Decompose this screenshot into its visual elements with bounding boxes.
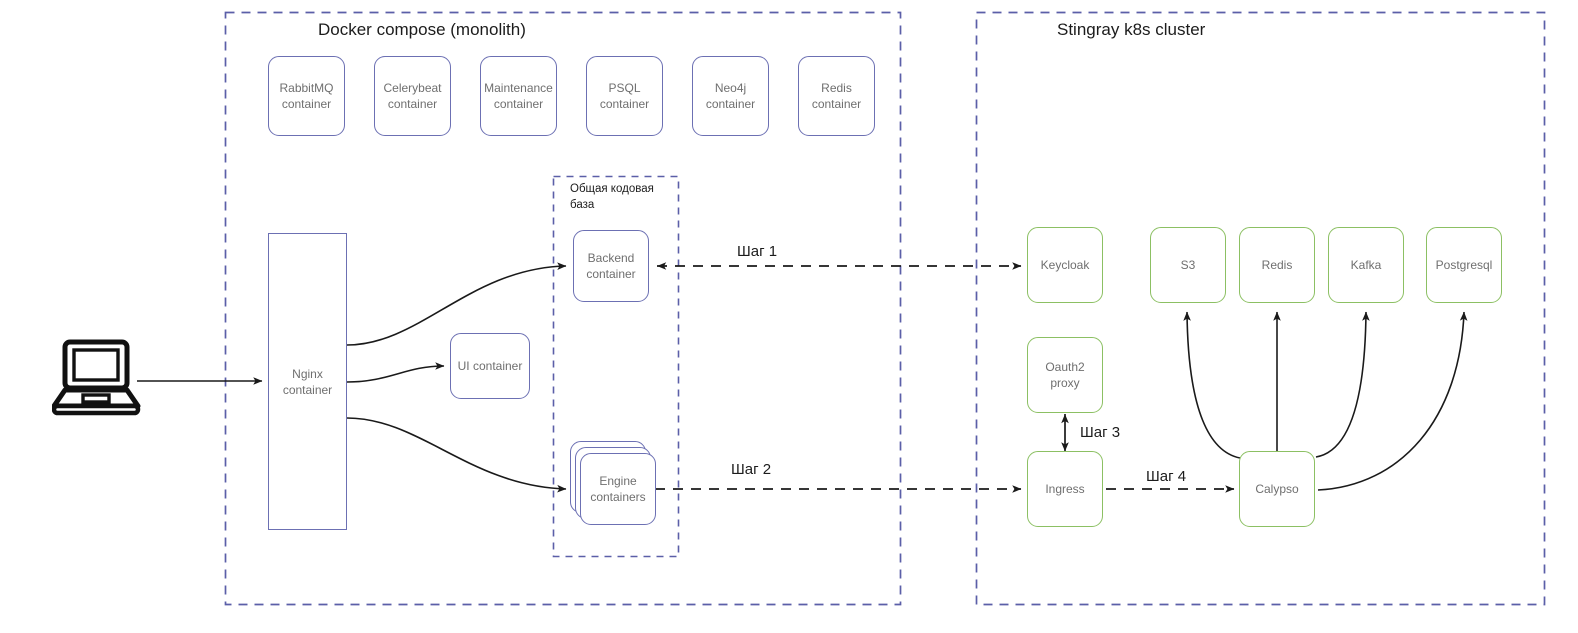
shared-codebase-group-title: Общая кодовая база (570, 183, 654, 211)
step-4-label: Шаг 4 (1146, 468, 1187, 485)
service-keycloak[interactable]: Keycloak (1027, 227, 1103, 303)
service-redis[interactable]: Redis (1239, 227, 1315, 303)
service-ingress[interactable]: Ingress (1027, 451, 1103, 527)
service-redis-label: Redis (1261, 258, 1293, 272)
container-engine-label: Engine containers (590, 474, 646, 504)
container-celerybeat[interactable]: Celerybeat container (374, 56, 451, 136)
container-psql[interactable]: PSQL container (586, 56, 663, 136)
k8s-cluster-group-title: Stingray k8s cluster (1057, 20, 1206, 39)
step-2-label: Шаг 2 (731, 461, 772, 478)
service-ingress-label: Ingress (1045, 482, 1085, 496)
container-psql-label: PSQL container (599, 81, 650, 111)
container-backend[interactable]: Backend container (573, 230, 649, 302)
container-backend-label: Backend container (586, 251, 636, 281)
arrow-nginx-to-engine (346, 417, 567, 493)
shared-codebase-group-boundary (552, 175, 680, 558)
container-maintenance[interactable]: Maintenance container (480, 56, 557, 136)
laptop-icon (52, 339, 141, 416)
step-1-label: Шаг 1 (737, 243, 778, 260)
arrow-nginx-to-ui (346, 362, 445, 383)
service-s3-label: S3 (1180, 258, 1196, 272)
container-maintenance-label: Maintenance container (484, 81, 553, 111)
service-kafka-label: Kafka (1350, 258, 1382, 272)
service-s3[interactable]: S3 (1150, 227, 1226, 303)
arrow-calypso-to-postgresql (1317, 311, 1468, 491)
container-rabbitmq[interactable]: RabbitMQ container (268, 56, 345, 136)
container-nginx[interactable]: Nginx container (268, 233, 347, 530)
k8s-cluster-group-boundary (975, 11, 1546, 606)
step-3-label: Шаг 3 (1080, 424, 1121, 441)
service-calypso-label: Calypso (1255, 482, 1299, 496)
container-ui-label: UI container (457, 359, 523, 373)
container-celerybeat-label: Celerybeat container (383, 81, 442, 111)
service-kafka[interactable]: Kafka (1328, 227, 1404, 303)
service-keycloak-label: Keycloak (1040, 258, 1090, 272)
arrow-calypso-to-s3 (1183, 311, 1241, 459)
arrow-calypso-to-kafka (1315, 311, 1370, 458)
docker-compose-group-title: Docker compose (monolith) (318, 20, 526, 39)
arrow-nginx-to-backend (346, 262, 567, 346)
container-ui[interactable]: UI container (450, 333, 530, 399)
service-postgresql[interactable]: Postgresql (1426, 227, 1502, 303)
container-neo4j[interactable]: Neo4j container (692, 56, 769, 136)
container-nginx-label: Nginx container (282, 366, 333, 397)
container-rabbitmq-label: RabbitMQ container (279, 81, 334, 111)
container-engine[interactable]: Engine containers (580, 453, 656, 525)
container-redis-label: Redis container (811, 81, 862, 111)
service-postgresql-label: Postgresql (1435, 258, 1493, 272)
container-neo4j-label: Neo4j container (705, 81, 756, 111)
docker-compose-group-boundary (224, 11, 902, 606)
service-calypso[interactable]: Calypso (1239, 451, 1315, 527)
service-oauth2-proxy[interactable]: Oauth2 proxy (1027, 337, 1103, 413)
service-oauth2-proxy-label: Oauth2 proxy (1045, 360, 1085, 390)
container-redis[interactable]: Redis container (798, 56, 875, 136)
